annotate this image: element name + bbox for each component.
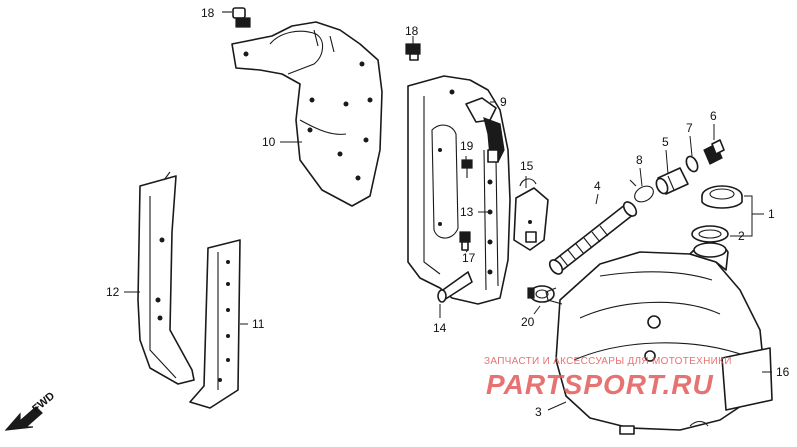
callout-6: 6 xyxy=(710,109,717,123)
callout-9: 9 xyxy=(500,95,507,109)
bracket-12 xyxy=(137,171,195,385)
watermark-tagline: ЗАПЧАСТИ И АКСЕССУАРЫ ДЛЯ МОТОТЕХНИКИ xyxy=(484,356,732,367)
callout-3: 3 xyxy=(535,405,542,419)
clip-8 xyxy=(629,179,654,203)
fwd-arrow-icon xyxy=(4,406,43,431)
callout-1: 1 xyxy=(768,207,775,221)
callout-8: 8 xyxy=(636,153,643,167)
joint-5 xyxy=(655,167,689,195)
callout-16: 16 xyxy=(776,365,790,379)
bolt-18-center xyxy=(405,36,421,61)
clip-9 xyxy=(465,97,505,163)
oring-7 xyxy=(685,155,699,173)
sensor-15 xyxy=(513,178,549,251)
label-16 xyxy=(721,347,773,411)
watermark-logo: PARTSPORT.RU xyxy=(486,369,714,400)
frame-14 xyxy=(407,75,511,305)
callout-11: 11 xyxy=(252,317,265,331)
bolt-17 xyxy=(459,231,471,251)
callout-19: 19 xyxy=(460,139,474,153)
gasket-2 xyxy=(691,225,729,243)
nozzle-6 xyxy=(703,139,725,165)
bracket-10 xyxy=(231,21,383,207)
bracket-11 xyxy=(189,239,241,409)
callout-17: 17 xyxy=(462,251,476,265)
callout-4: 4 xyxy=(594,179,601,193)
watermark: ЗАПЧАСТИ И АКСЕССУАРЫ ДЛЯ МОТОТЕХНИКИ PA… xyxy=(484,356,732,400)
callout-15: 15 xyxy=(520,159,534,173)
callouts: 18 18 10 9 19 13 17 14 15 20 4 8 5 7 6 1… xyxy=(106,6,790,419)
leader-lines xyxy=(124,101,772,411)
cap-1 xyxy=(701,185,743,209)
callout-14: 14 xyxy=(433,321,447,335)
callout-7: 7 xyxy=(686,121,693,135)
callout-13: 13 xyxy=(460,205,474,219)
bolt-18-left xyxy=(222,7,251,28)
callout-18-left: 18 xyxy=(201,6,215,20)
callout-5: 5 xyxy=(662,135,669,149)
tank-3 xyxy=(545,242,765,435)
callout-18-center: 18 xyxy=(405,24,419,38)
callout-12: 12 xyxy=(106,285,120,299)
fwd-label: FWD xyxy=(30,390,57,415)
hose-4 xyxy=(548,201,638,275)
screw-19 xyxy=(461,159,473,178)
callout-20: 20 xyxy=(521,315,535,329)
clamp-20 xyxy=(527,285,555,303)
callout-2: 2 xyxy=(738,229,745,243)
callout-10: 10 xyxy=(262,135,276,149)
